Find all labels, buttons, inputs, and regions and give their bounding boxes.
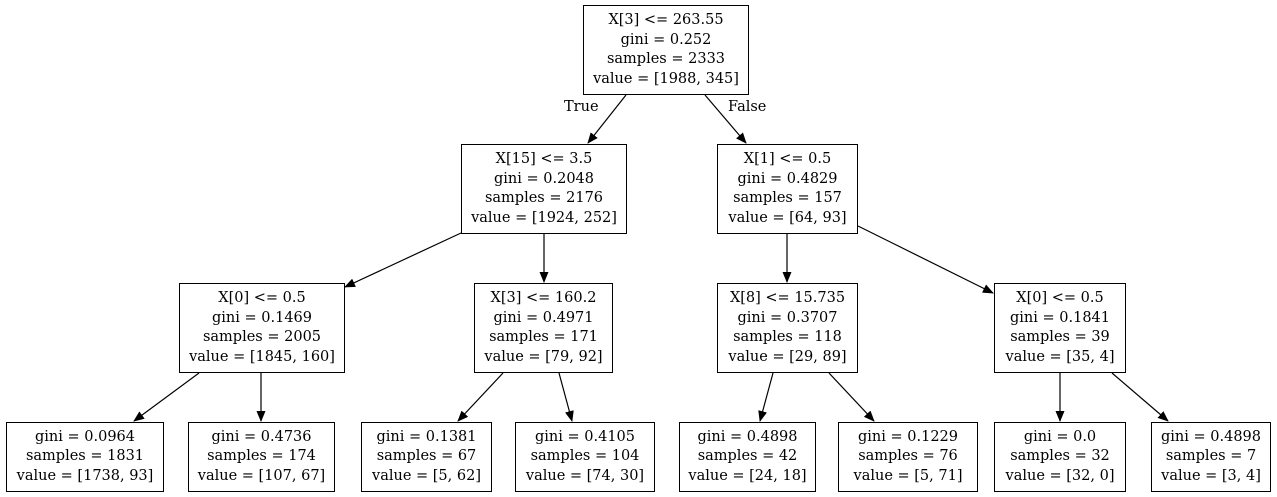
- node-samples: samples = 104: [530, 448, 640, 465]
- edge-n4-n9: [457, 372, 504, 422]
- node-gini: gini = 0.4971: [493, 309, 594, 326]
- node-samples: samples = 2176: [484, 190, 604, 206]
- node-gini: gini = 0.252: [620, 31, 712, 48]
- node-samples: samples = 39: [1010, 329, 1110, 345]
- node-value: value = [5, 71]: [853, 467, 963, 484]
- edge-n4-n10: [558, 372, 574, 422]
- node-gini: gini = 0.0964: [35, 428, 135, 445]
- node-value: value = [107, 67]: [197, 467, 326, 484]
- edge-n5-n11: [758, 372, 774, 422]
- edge-n6-n14: [1111, 372, 1169, 422]
- node-samples: samples = 42: [697, 448, 798, 465]
- node-samples: samples = 174: [207, 448, 316, 465]
- node-value: value = [1988, 345]: [593, 70, 739, 87]
- node-gini: gini = 0.1229: [858, 428, 958, 445]
- node-value: value = [5, 62]: [372, 467, 481, 484]
- node-value: value = [74, 30]: [525, 467, 645, 484]
- node-gini: gini = 0.4105: [535, 428, 635, 445]
- node-value: value = [1924, 252]: [471, 209, 617, 226]
- tree-leaf: gini = 0.4898 samples = 7 value = [3, 4]: [1151, 422, 1271, 492]
- tree-node: X[0] <= 0.5 gini = 0.1841 samples = 39 v…: [994, 283, 1126, 373]
- node-value: value = [24, 18]: [688, 467, 807, 484]
- node-gini: gini = 0.3707: [737, 309, 838, 326]
- node-gini: gini = 0.4898: [1161, 428, 1261, 445]
- tree-leaf: gini = 0.1229 samples = 76 value = [5, 7…: [838, 422, 978, 492]
- node-samples: samples = 2005: [202, 329, 322, 345]
- node-split-rule: X[15] <= 3.5: [495, 151, 593, 167]
- tree-node: X[15] <= 3.5 gini = 0.2048 samples = 217…: [461, 144, 627, 234]
- node-gini: gini = 0.1841: [1010, 309, 1110, 326]
- node-gini: gini = 0.4736: [211, 428, 312, 445]
- edge-n5-n12: [828, 372, 875, 422]
- node-value: value = [1738, 93]: [16, 467, 154, 484]
- tree-node: X[8] <= 15.735 gini = 0.3707 samples = 1…: [717, 283, 858, 373]
- node-samples: samples = 118: [733, 329, 842, 345]
- tree-leaf: gini = 0.1381 samples = 67 value = [5, 6…: [361, 422, 492, 492]
- node-value: value = [35, 4]: [1005, 348, 1115, 365]
- node-split-rule: X[1] <= 0.5: [743, 151, 832, 167]
- node-gini: gini = 0.0: [1023, 428, 1097, 445]
- node-value: value = [79, 92]: [484, 348, 603, 365]
- node-gini: gini = 0.1381: [376, 428, 477, 445]
- edge-n0-n1: [587, 94, 627, 144]
- edge-n0-n2: [704, 94, 747, 144]
- edge-label-false: False: [728, 99, 767, 115]
- node-samples: samples = 171: [489, 329, 598, 345]
- edge-n3-n7: [133, 372, 200, 422]
- node-gini: gini = 0.1469: [212, 309, 312, 326]
- tree-node: X[1] <= 0.5 gini = 0.4829 samples = 157 …: [717, 144, 858, 234]
- node-gini: gini = 0.4898: [697, 428, 798, 445]
- edge-label-true: True: [564, 99, 599, 115]
- tree-leaf: gini = 0.4898 samples = 42 value = [24, …: [679, 422, 816, 492]
- node-gini: gini = 0.2048: [494, 170, 594, 187]
- node-split-rule: X[0] <= 0.5: [1016, 290, 1104, 306]
- tree-node: X[0] <= 0.5 gini = 0.1469 samples = 2005…: [179, 283, 345, 373]
- node-samples: samples = 7: [1165, 448, 1257, 465]
- node-value: value = [32, 0]: [1005, 467, 1115, 484]
- tree-leaf: gini = 0.4105 samples = 104 value = [74,…: [515, 422, 655, 492]
- node-split-rule: X[3] <= 160.2: [490, 290, 597, 306]
- node-value: value = [1845, 160]: [189, 348, 335, 365]
- node-gini: gini = 0.4829: [737, 170, 838, 187]
- tree-node-root: X[3] <= 263.55 gini = 0.252 samples = 23…: [583, 5, 749, 95]
- edge-n1-n3: [344, 232, 462, 288]
- node-value: value = [29, 89]: [728, 348, 847, 365]
- node-samples: samples = 67: [376, 448, 477, 465]
- node-split-rule: X[0] <= 0.5: [218, 290, 306, 306]
- node-samples: samples = 157: [733, 190, 842, 206]
- node-samples: samples = 76: [858, 448, 958, 465]
- node-value: value = [64, 93]: [728, 209, 847, 226]
- node-split-rule: X[3] <= 263.55: [608, 12, 724, 28]
- node-samples: samples = 2333: [606, 51, 726, 67]
- node-samples: samples = 32: [1010, 448, 1110, 465]
- node-samples: samples = 1831: [25, 448, 145, 465]
- tree-node: X[3] <= 160.2 gini = 0.4971 samples = 17…: [474, 283, 613, 373]
- tree-leaf: gini = 0.0 samples = 32 value = [32, 0]: [994, 422, 1126, 492]
- tree-leaf: gini = 0.0964 samples = 1831 value = [17…: [6, 422, 164, 492]
- node-value: value = [3, 4]: [1161, 467, 1261, 484]
- edge-n2-n6: [857, 225, 994, 294]
- tree-leaf: gini = 0.4736 samples = 174 value = [107…: [188, 422, 335, 492]
- node-split-rule: X[8] <= 15.735: [729, 290, 846, 306]
